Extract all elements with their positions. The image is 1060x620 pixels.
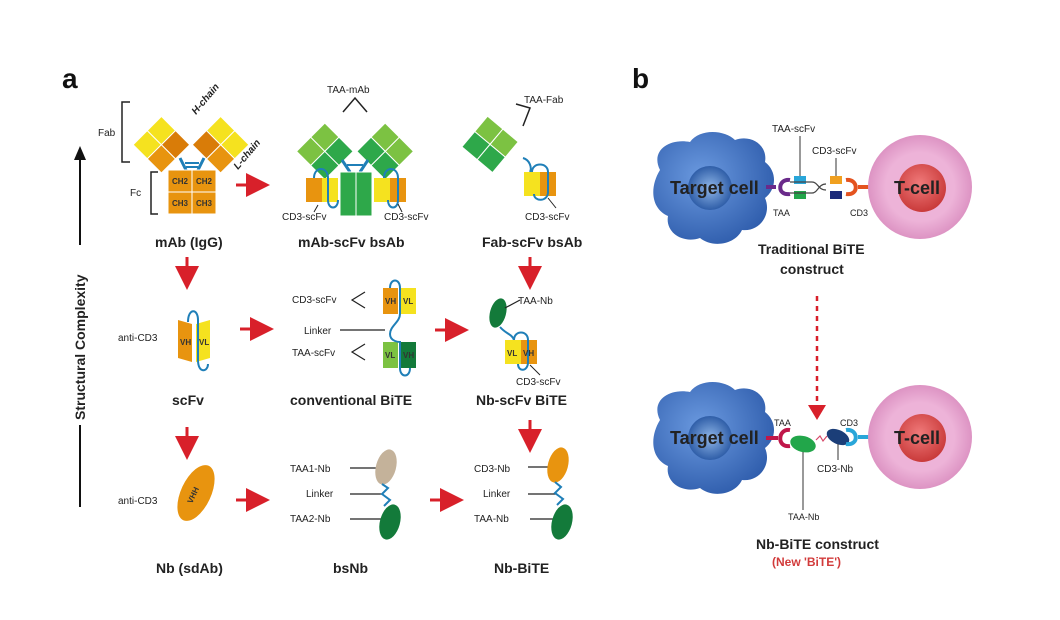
up-arrow-icon — [74, 146, 86, 160]
taa-mab-label: TAA-mAb — [327, 85, 370, 96]
svg-text:CD3: CD3 — [850, 208, 868, 218]
t-cell-label: T-cell — [894, 178, 940, 198]
t-cell-nucleus — [898, 414, 946, 462]
svg-text:CH3: CH3 — [196, 199, 213, 208]
t-cell-nucleus — [898, 164, 946, 212]
caption-nb-scfv-bite: Nb-scFv BiTE — [476, 392, 567, 408]
bsnb-diagram: TAA1-Nb Linker TAA2-Nb — [290, 449, 401, 540]
svg-text:VL: VL — [507, 349, 517, 358]
target-cell-label: Target cell — [670, 428, 759, 448]
caption-nb-bite: Nb-BiTE — [494, 560, 549, 576]
nb-sdab-diagram: anti-CD3 VHH — [118, 465, 215, 521]
svg-text:VL: VL — [385, 351, 395, 360]
arrow-down-icon — [808, 405, 826, 420]
target-nucleus — [688, 166, 732, 210]
cd3-nb-label: CD3-Nb — [817, 464, 854, 475]
scfv-diagram: anti-CD3 VH VL — [118, 310, 210, 372]
nb-bite-diagram: CD3-Nb Linker TAA-Nb — [474, 447, 573, 540]
svg-text:TAA-Nb: TAA-Nb — [474, 514, 509, 525]
t-cell-label: T-cell — [894, 428, 940, 448]
svg-text:VH: VH — [403, 351, 414, 360]
caption-scfv: scFv — [172, 392, 204, 408]
target-cell-label: Target cell — [670, 178, 759, 198]
caption-nb: Nb (sdAb) — [156, 560, 223, 576]
svg-text:VL: VL — [403, 297, 413, 306]
svg-text:VH: VH — [523, 349, 534, 358]
svg-text:CD3: CD3 — [840, 418, 858, 428]
progression-arrows — [175, 173, 542, 512]
cd3-scfv-left-label: CD3-scFv — [282, 212, 326, 223]
caption-conventional-bite: conventional BiTE — [290, 392, 412, 408]
hchain-label: H-chain — [190, 82, 222, 117]
target-nucleus — [688, 416, 732, 460]
svg-text:Linker: Linker — [483, 489, 511, 500]
svg-text:VH: VH — [385, 297, 396, 306]
mab-scfv-diagram: TAA-mAb CD3-scFv CD3-scFv — [282, 85, 428, 223]
svg-text:TAA1-Nb: TAA1-Nb — [290, 464, 331, 475]
svg-text:CH2: CH2 — [196, 177, 213, 186]
svg-text:VH: VH — [180, 338, 191, 347]
fab-scfv-diagram: TAA-Fab CD3-scFv — [461, 95, 569, 223]
axis-label: Structural Complexity — [72, 274, 88, 420]
nb-bite-scene: Target cell TAA TAA-Nb CD3-Nb CD3 T-cell — [653, 382, 972, 522]
svg-text:CH3: CH3 — [172, 199, 189, 208]
nb-bite-caption-2: (New 'BiTE') — [772, 555, 841, 569]
fc-label: Fc — [130, 188, 141, 199]
svg-text:TAA: TAA — [774, 418, 791, 428]
traditional-bite-scene: Target cell TAA TAA-scFv CD3-scFv CD3 T-… — [653, 124, 972, 244]
anti-cd3-label: anti-CD3 — [118, 333, 158, 344]
traditional-caption-2: construct — [780, 261, 844, 277]
svg-text:Linker: Linker — [306, 489, 334, 500]
caption-bsnb: bsNb — [333, 560, 368, 576]
svg-text:CH2: CH2 — [172, 177, 189, 186]
nb-scfv-bite-diagram: TAA-Nb VL VH CD3-scFv — [489, 296, 560, 388]
mab-igg-diagram: Fab Fc CH2 CH2 CH3 CH3 H-chain — [98, 82, 263, 215]
taa-scfv-label: TAA-scFv — [772, 124, 815, 135]
caption-fab-scfv: Fab-scFv bsAb — [482, 234, 582, 250]
svg-text:TAA2-Nb: TAA2-Nb — [290, 514, 331, 525]
svg-text:CD3-scFv: CD3-scFv — [292, 295, 336, 306]
panel-b-label: b — [632, 63, 649, 94]
cd3-scfv-label: CD3-scFv — [812, 146, 856, 157]
traditional-caption-1: Traditional BiTE — [758, 241, 865, 257]
taa-fab-label: TAA-Fab — [524, 95, 564, 106]
svg-text:VL: VL — [199, 338, 209, 347]
svg-text:Linker: Linker — [304, 326, 332, 337]
svg-text:CD3-Nb: CD3-Nb — [474, 464, 511, 475]
svg-text:anti-CD3: anti-CD3 — [118, 496, 158, 507]
cd3-scfv-right-label: CD3-scFv — [384, 212, 428, 223]
nb-cd3-scfv-label: CD3-scFv — [516, 377, 560, 388]
caption-mab-scfv: mAb-scFv bsAb — [298, 234, 405, 250]
svg-text:TAA-scFv: TAA-scFv — [292, 348, 335, 359]
fab-label: Fab — [98, 128, 116, 139]
conventional-bite-diagram: CD3-scFv Linker TAA-scFv VH VL VL VH — [292, 279, 416, 377]
panel-a-label: a — [62, 63, 78, 94]
taa-nb-label: TAA-Nb — [518, 296, 553, 307]
caption-mab: mAb (IgG) — [155, 234, 223, 250]
complexity-axis: Structural Complexity — [72, 146, 88, 507]
taa-nb-label: TAA-Nb — [788, 512, 819, 522]
svg-text:TAA: TAA — [773, 208, 790, 218]
nb-bite-caption-1: Nb-BiTE construct — [756, 536, 879, 552]
fab-cd3-scfv-label: CD3-scFv — [525, 212, 569, 223]
